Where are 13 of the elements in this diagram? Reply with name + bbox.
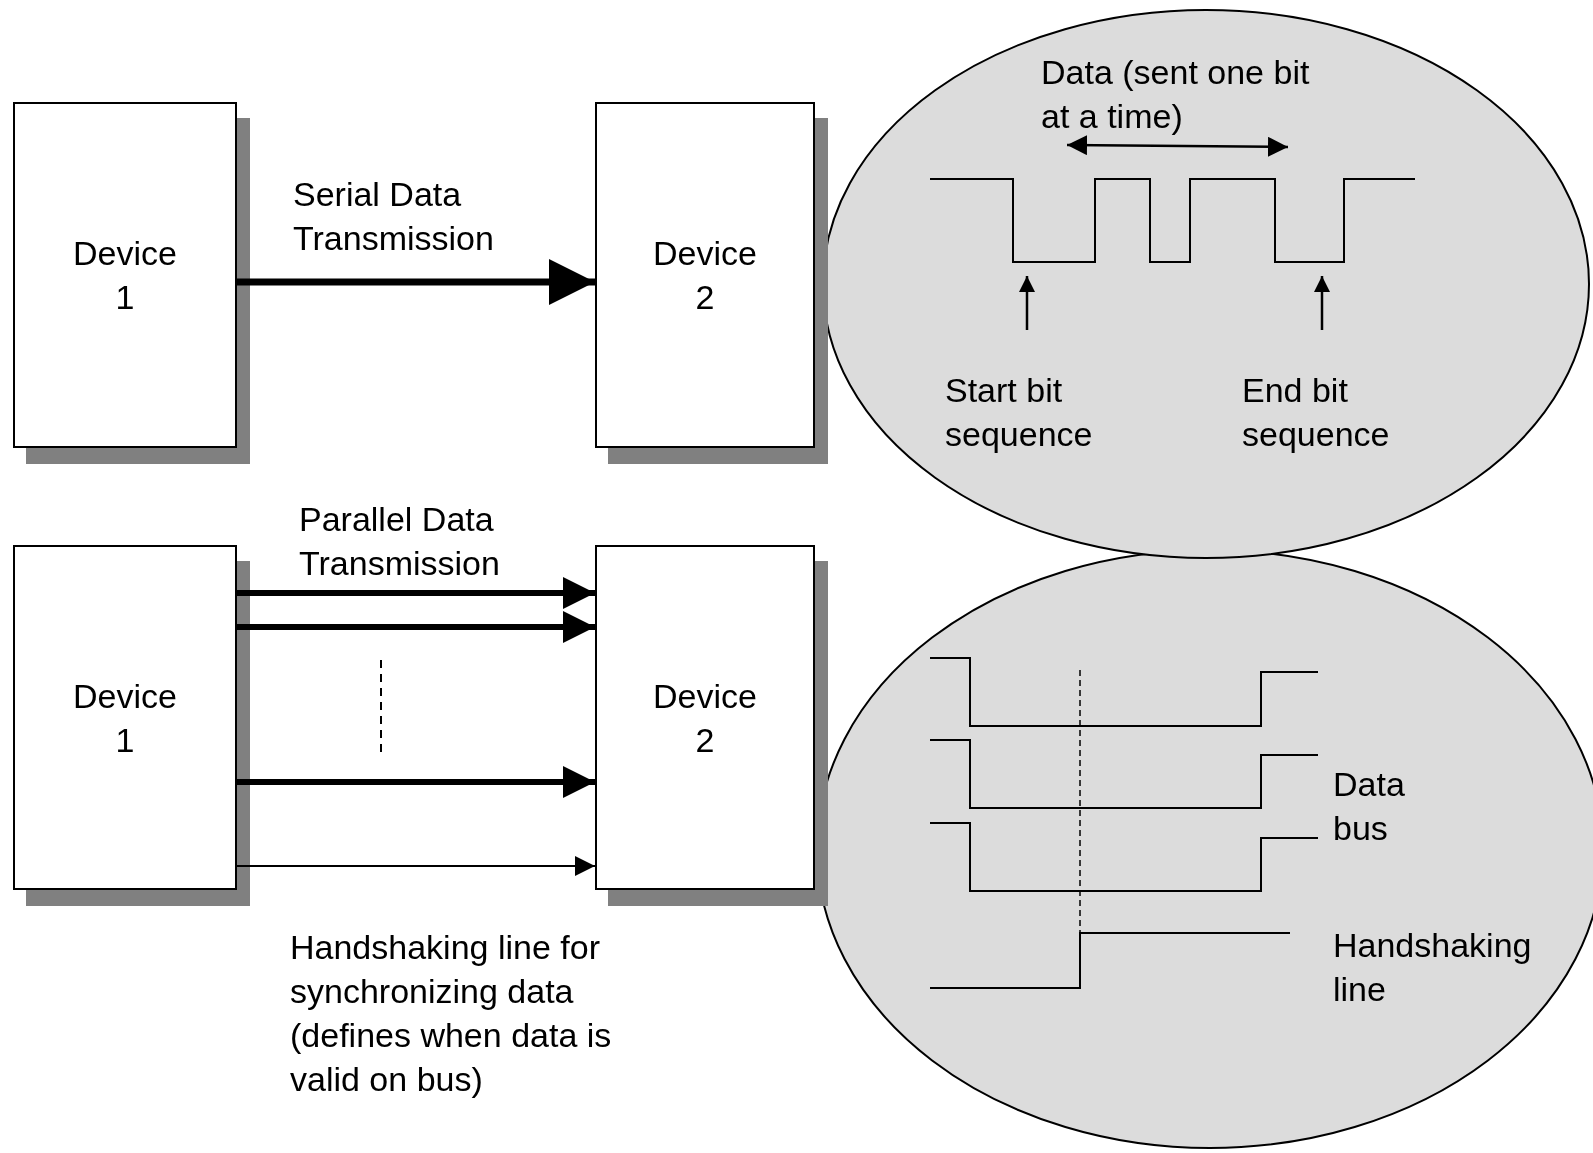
- annotation-text: Data (sent one bit at a time): [1041, 52, 1311, 137]
- edge-label: Serial Data Transmission: [293, 174, 495, 259]
- caption-text: Handshaking line for synchronizing data (defines when data is valid on bus): [290, 927, 613, 1100]
- arrow: [237, 611, 595, 643]
- annotation-text: Handshaking line: [1333, 925, 1533, 1010]
- annotation-text: Start bit sequence: [945, 370, 1094, 455]
- annotation-text: Data bus: [1333, 764, 1406, 849]
- arrow: [237, 259, 595, 305]
- arrow: [236, 856, 596, 876]
- arrow: [237, 577, 595, 609]
- edge-label: Parallel Data Transmission: [299, 499, 501, 584]
- arrow: [237, 766, 595, 798]
- annotation-text: End bit sequence: [1242, 370, 1391, 455]
